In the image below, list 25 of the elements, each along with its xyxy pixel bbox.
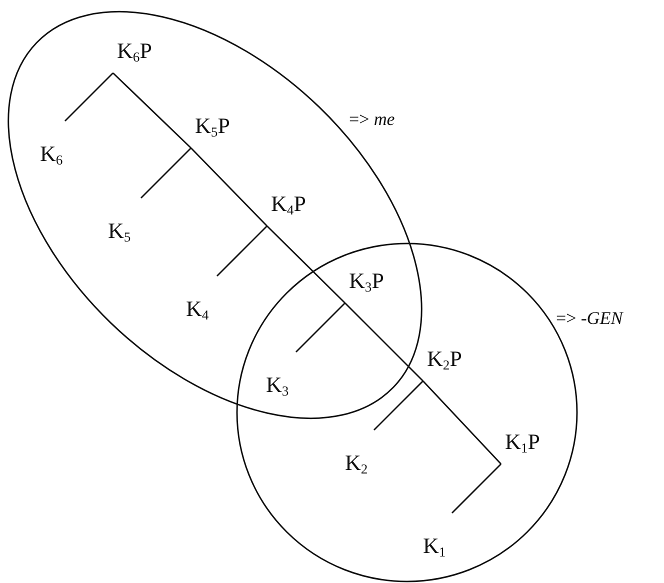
tree-branch	[451, 463, 502, 514]
tree-node-label: K$_{1}$P	[505, 429, 540, 455]
tree-node-label: K$_{2}$	[345, 450, 368, 476]
tree-node-label: K$_{3}$P	[349, 268, 384, 294]
tree-node-label: K$_{4}$	[186, 296, 209, 322]
tree-branch	[112, 72, 192, 149]
tree-node-label: K$_{4}$P	[271, 191, 306, 217]
annotation-text: => -GEN	[556, 307, 623, 329]
tree-node-label: K$_{6}$P	[117, 38, 152, 64]
tree-branch	[295, 302, 346, 353]
tree-branch	[190, 147, 268, 227]
tree-branch	[216, 225, 268, 277]
tree-node-label: K$_{1}$	[423, 533, 446, 559]
annotation-text: => me	[349, 108, 395, 130]
tree-branch	[140, 147, 192, 199]
tree-node-label: K$_{2}$P	[427, 346, 462, 372]
tree-branch	[266, 225, 346, 304]
tree-node-label: K$_{5}$P	[195, 113, 230, 139]
tree-branch	[344, 302, 424, 382]
tree-node-label: K$_{3}$	[266, 372, 289, 398]
tree-branch	[422, 380, 502, 465]
tree-node-label: K$_{6}$	[40, 141, 63, 167]
tree-branch	[64, 72, 114, 122]
tree-node-label: K$_{5}$	[108, 218, 131, 244]
tree-branch	[373, 380, 424, 431]
